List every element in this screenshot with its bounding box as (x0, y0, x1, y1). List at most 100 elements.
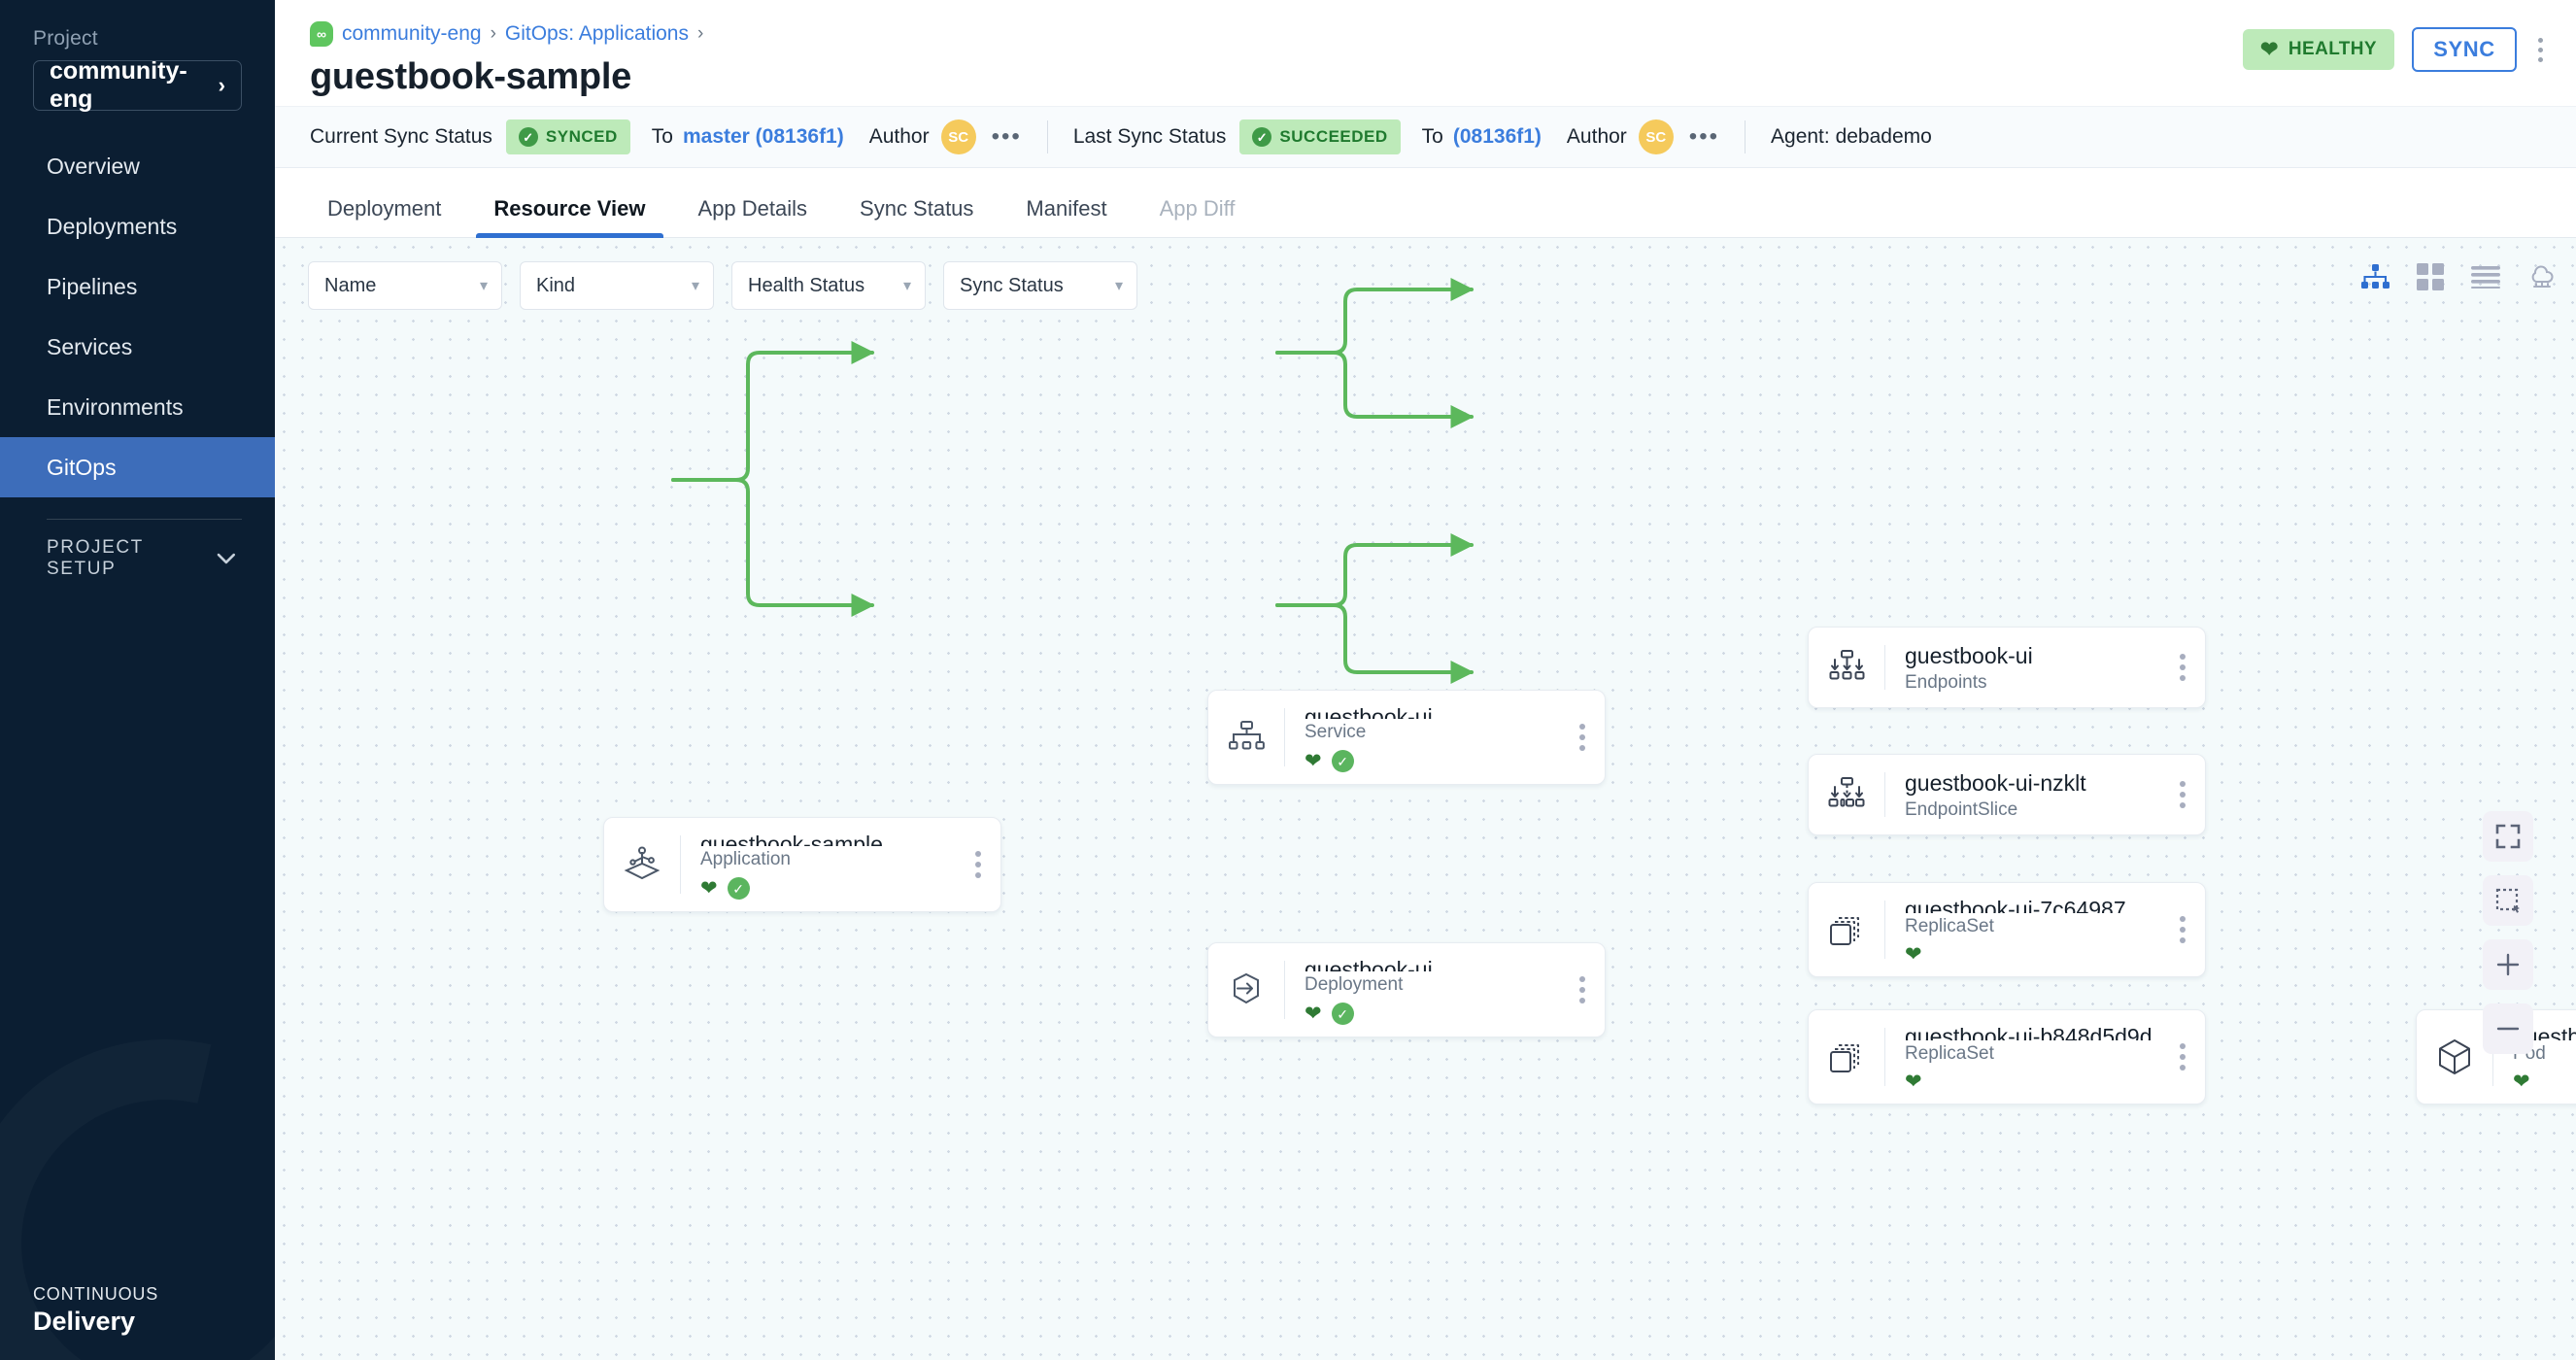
node-name: guestbook-ui-b848d5d9d (1905, 1024, 2152, 1040)
endpointslice-icon (1809, 755, 1884, 834)
filter-kind[interactable]: Kind ▾ (520, 261, 714, 310)
dot-3 (2538, 56, 2543, 62)
sidebar-item-overview[interactable]: Overview (47, 153, 140, 179)
node-menu-button[interactable] (2160, 755, 2205, 834)
resource-graph: guestbook-sample Application ❤ ✓ (275, 238, 2576, 1360)
project-selector[interactable]: community-eng › (33, 57, 242, 113)
chevron-down-icon (217, 553, 236, 563)
health-heart-icon: ❤ (1905, 943, 1922, 966)
node-menu-button[interactable] (2160, 1010, 2205, 1104)
node-body: guestbook-ui-nzklt EndpointSlice (1885, 755, 2160, 834)
resource-graph-canvas[interactable]: Name ▾ Kind ▾ Health Status ▾ Sync Statu… (275, 238, 2576, 1360)
node-status-icons: ❤ ✓ (1305, 1003, 1560, 1025)
current-sync-status-chip: ✓ SYNCED (505, 119, 630, 154)
node-menu-button[interactable] (2160, 628, 2205, 707)
current-sync-more-button[interactable]: ••• (991, 122, 1022, 150)
breadcrumb-separator-icon-2: › (696, 23, 704, 44)
node-name: guestbook-ui (1905, 642, 2033, 668)
graph-node-endpoints[interactable]: guestbook-ui Endpoints (1808, 627, 2206, 708)
chevron-down-icon: ▾ (691, 278, 699, 294)
grid-view-icon[interactable] (2417, 263, 2444, 290)
select-area-icon[interactable] (2483, 875, 2533, 926)
filter-health-status-label: Health Status (748, 274, 865, 296)
sync-check-icon: ✓ (1331, 1003, 1354, 1025)
node-divider (1284, 961, 1285, 1019)
node-kind: ReplicaSet (1905, 916, 1994, 936)
graph-node-replicaset-b848d5d9d[interactable]: guestbook-ui-b848d5d9d ReplicaSet ❤ (1808, 1009, 2206, 1105)
last-sync-to-label: To (1421, 125, 1443, 148)
service-icon (1208, 691, 1284, 784)
node-menu-button[interactable] (956, 818, 1000, 911)
project-selector-value: community-eng (50, 57, 187, 113)
endpoints-icon (1809, 628, 1884, 707)
breadcrumb-separator-icon: › (490, 23, 496, 44)
last-sync-revision-link[interactable]: (08136f1) (1452, 125, 1542, 148)
graph-node-application[interactable]: guestbook-sample Application ❤ ✓ (603, 817, 1001, 912)
list-view-icon[interactable] (2471, 265, 2500, 289)
node-name: guestbook-ui-nzklt (1905, 769, 2086, 796)
filter-sync-status-label: Sync Status (960, 274, 1064, 296)
graph-node-service[interactable]: guestbook-ui Service ❤ ✓ (1207, 690, 1606, 785)
zoom-out-icon[interactable] (2483, 1003, 2533, 1054)
zoom-in-icon[interactable] (2483, 939, 2533, 990)
filter-name[interactable]: Name ▾ (308, 261, 502, 310)
header-actions: ❤ HEALTHY SYNC (2243, 21, 2547, 72)
last-sync-author-label: Author (1566, 125, 1627, 148)
replicaset-icon (1809, 883, 1884, 976)
sidebar-item-environments[interactable]: Environments (47, 393, 184, 420)
tab-resource-view[interactable]: Resource View (476, 196, 663, 238)
filter-name-label: Name (324, 274, 377, 296)
chevron-down-icon: ▾ (479, 278, 488, 294)
edge-service-to-endpointslice (1275, 351, 1474, 428)
last-sync-more-button[interactable]: ••• (1688, 122, 1720, 150)
node-divider (2492, 1028, 2493, 1086)
sidebar-item-deployments[interactable]: Deployments (47, 213, 178, 239)
check-circle-icon-2: ✓ (1252, 127, 1272, 147)
node-menu-button[interactable] (2160, 883, 2205, 976)
tree-view-icon[interactable] (2360, 264, 2390, 289)
tab-deployment[interactable]: Deployment (327, 196, 442, 221)
sidebar-divider (47, 519, 242, 520)
filter-health-status[interactable]: Health Status ▾ (731, 261, 926, 310)
header-left: ∞ community-eng › GitOps: Applications ›… (310, 21, 703, 98)
fit-to-screen-icon[interactable] (2483, 811, 2533, 862)
main-content: ∞ community-eng › GitOps: Applications ›… (275, 0, 2576, 1360)
edge-deployment-to-replicaset-2 (1275, 603, 1474, 684)
filter-sync-status[interactable]: Sync Status ▾ (943, 261, 1137, 310)
project-setup-toggle[interactable]: PROJECT SETUP (0, 537, 275, 580)
status-divider-2 (1745, 120, 1746, 153)
node-menu-button[interactable] (1560, 943, 1605, 1037)
application-icon (604, 818, 680, 911)
health-heart-icon: ❤ (2513, 1071, 2530, 1093)
graph-node-deployment[interactable]: guestbook-ui Deployment ❤ ✓ (1207, 942, 1606, 1037)
header-overflow-menu-button[interactable] (2534, 32, 2547, 68)
graph-node-endpointslice[interactable]: guestbook-ui-nzklt EndpointSlice (1808, 754, 2206, 835)
sidebar-item-pipelines[interactable]: Pipelines (47, 273, 138, 299)
edge-app-to-service (671, 341, 875, 482)
chevron-down-icon: ▾ (902, 278, 911, 294)
tab-sync-status[interactable]: Sync Status (860, 196, 974, 221)
tab-bar: Deployment Resource View App Details Syn… (275, 168, 2576, 238)
health-heart-icon: ❤ (1305, 1003, 1322, 1025)
breadcrumb-item-gitops-applications[interactable]: GitOps: Applications (504, 22, 689, 45)
page-header: ∞ community-eng › GitOps: Applications ›… (275, 0, 2576, 106)
breadcrumb: ∞ community-eng › GitOps: Applications › (310, 21, 703, 47)
breadcrumb-item-project[interactable]: community-eng (342, 22, 482, 45)
current-sync-revision-link[interactable]: master (08136f1) (682, 125, 844, 148)
network-view-icon[interactable] (2527, 264, 2557, 289)
project-setup-label: PROJECT SETUP (47, 537, 144, 579)
replicaset-icon (1809, 1010, 1884, 1104)
tab-app-diff: App Diff (1159, 196, 1236, 221)
node-name: guestbook-ui (1305, 957, 1433, 971)
current-sync-author-avatar: SC (940, 119, 976, 154)
node-name: guestbook-ui-7c64987dc9 (1905, 897, 2160, 913)
graph-node-replicaset-7c64987dc9[interactable]: guestbook-ui-7c64987dc9 ReplicaSet ❤ (1808, 882, 2206, 977)
filter-kind-label: Kind (536, 274, 576, 296)
tab-manifest[interactable]: Manifest (1026, 196, 1107, 221)
tab-app-details[interactable]: App Details (697, 196, 808, 221)
sidebar-item-services[interactable]: Services (47, 333, 133, 359)
node-menu-button[interactable] (1560, 691, 1605, 784)
sync-button[interactable]: SYNC (2412, 27, 2517, 72)
node-kind: Deployment (1305, 974, 1404, 995)
sidebar-item-gitops[interactable]: GitOps (0, 437, 275, 497)
